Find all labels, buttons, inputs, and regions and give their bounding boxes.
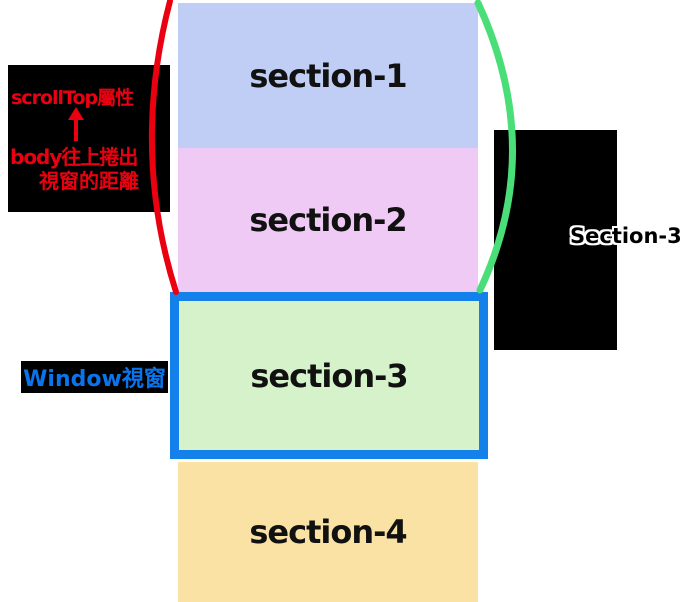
section-3-label: section-3 bbox=[250, 356, 408, 395]
window-callout-label: Window視窗 bbox=[23, 367, 166, 392]
section-1-label: section-1 bbox=[249, 56, 407, 95]
window-callout: Window視窗 bbox=[21, 361, 168, 393]
section-2-block: section-2 bbox=[178, 148, 478, 292]
scrolltop-callout: scrollTop屬性 body往上捲出 視窗的距離 bbox=[8, 65, 170, 212]
scrolltop-desc-line1: body往上捲出 bbox=[10, 145, 138, 169]
window-viewport-frame: section-3 bbox=[170, 292, 488, 459]
up-arrow-icon bbox=[68, 107, 84, 141]
scrolltop-title: scrollTop屬性 bbox=[11, 87, 134, 109]
scrolltop-desc-line2: 視窗的距離 bbox=[39, 169, 139, 193]
section-4-label: section-4 bbox=[249, 513, 407, 551]
section-4-block: section-4 bbox=[178, 462, 478, 602]
section-1-block: section-1 bbox=[178, 3, 478, 148]
section3-tag-label: Section-3 bbox=[570, 224, 682, 248]
section-2-label: section-2 bbox=[249, 201, 407, 239]
